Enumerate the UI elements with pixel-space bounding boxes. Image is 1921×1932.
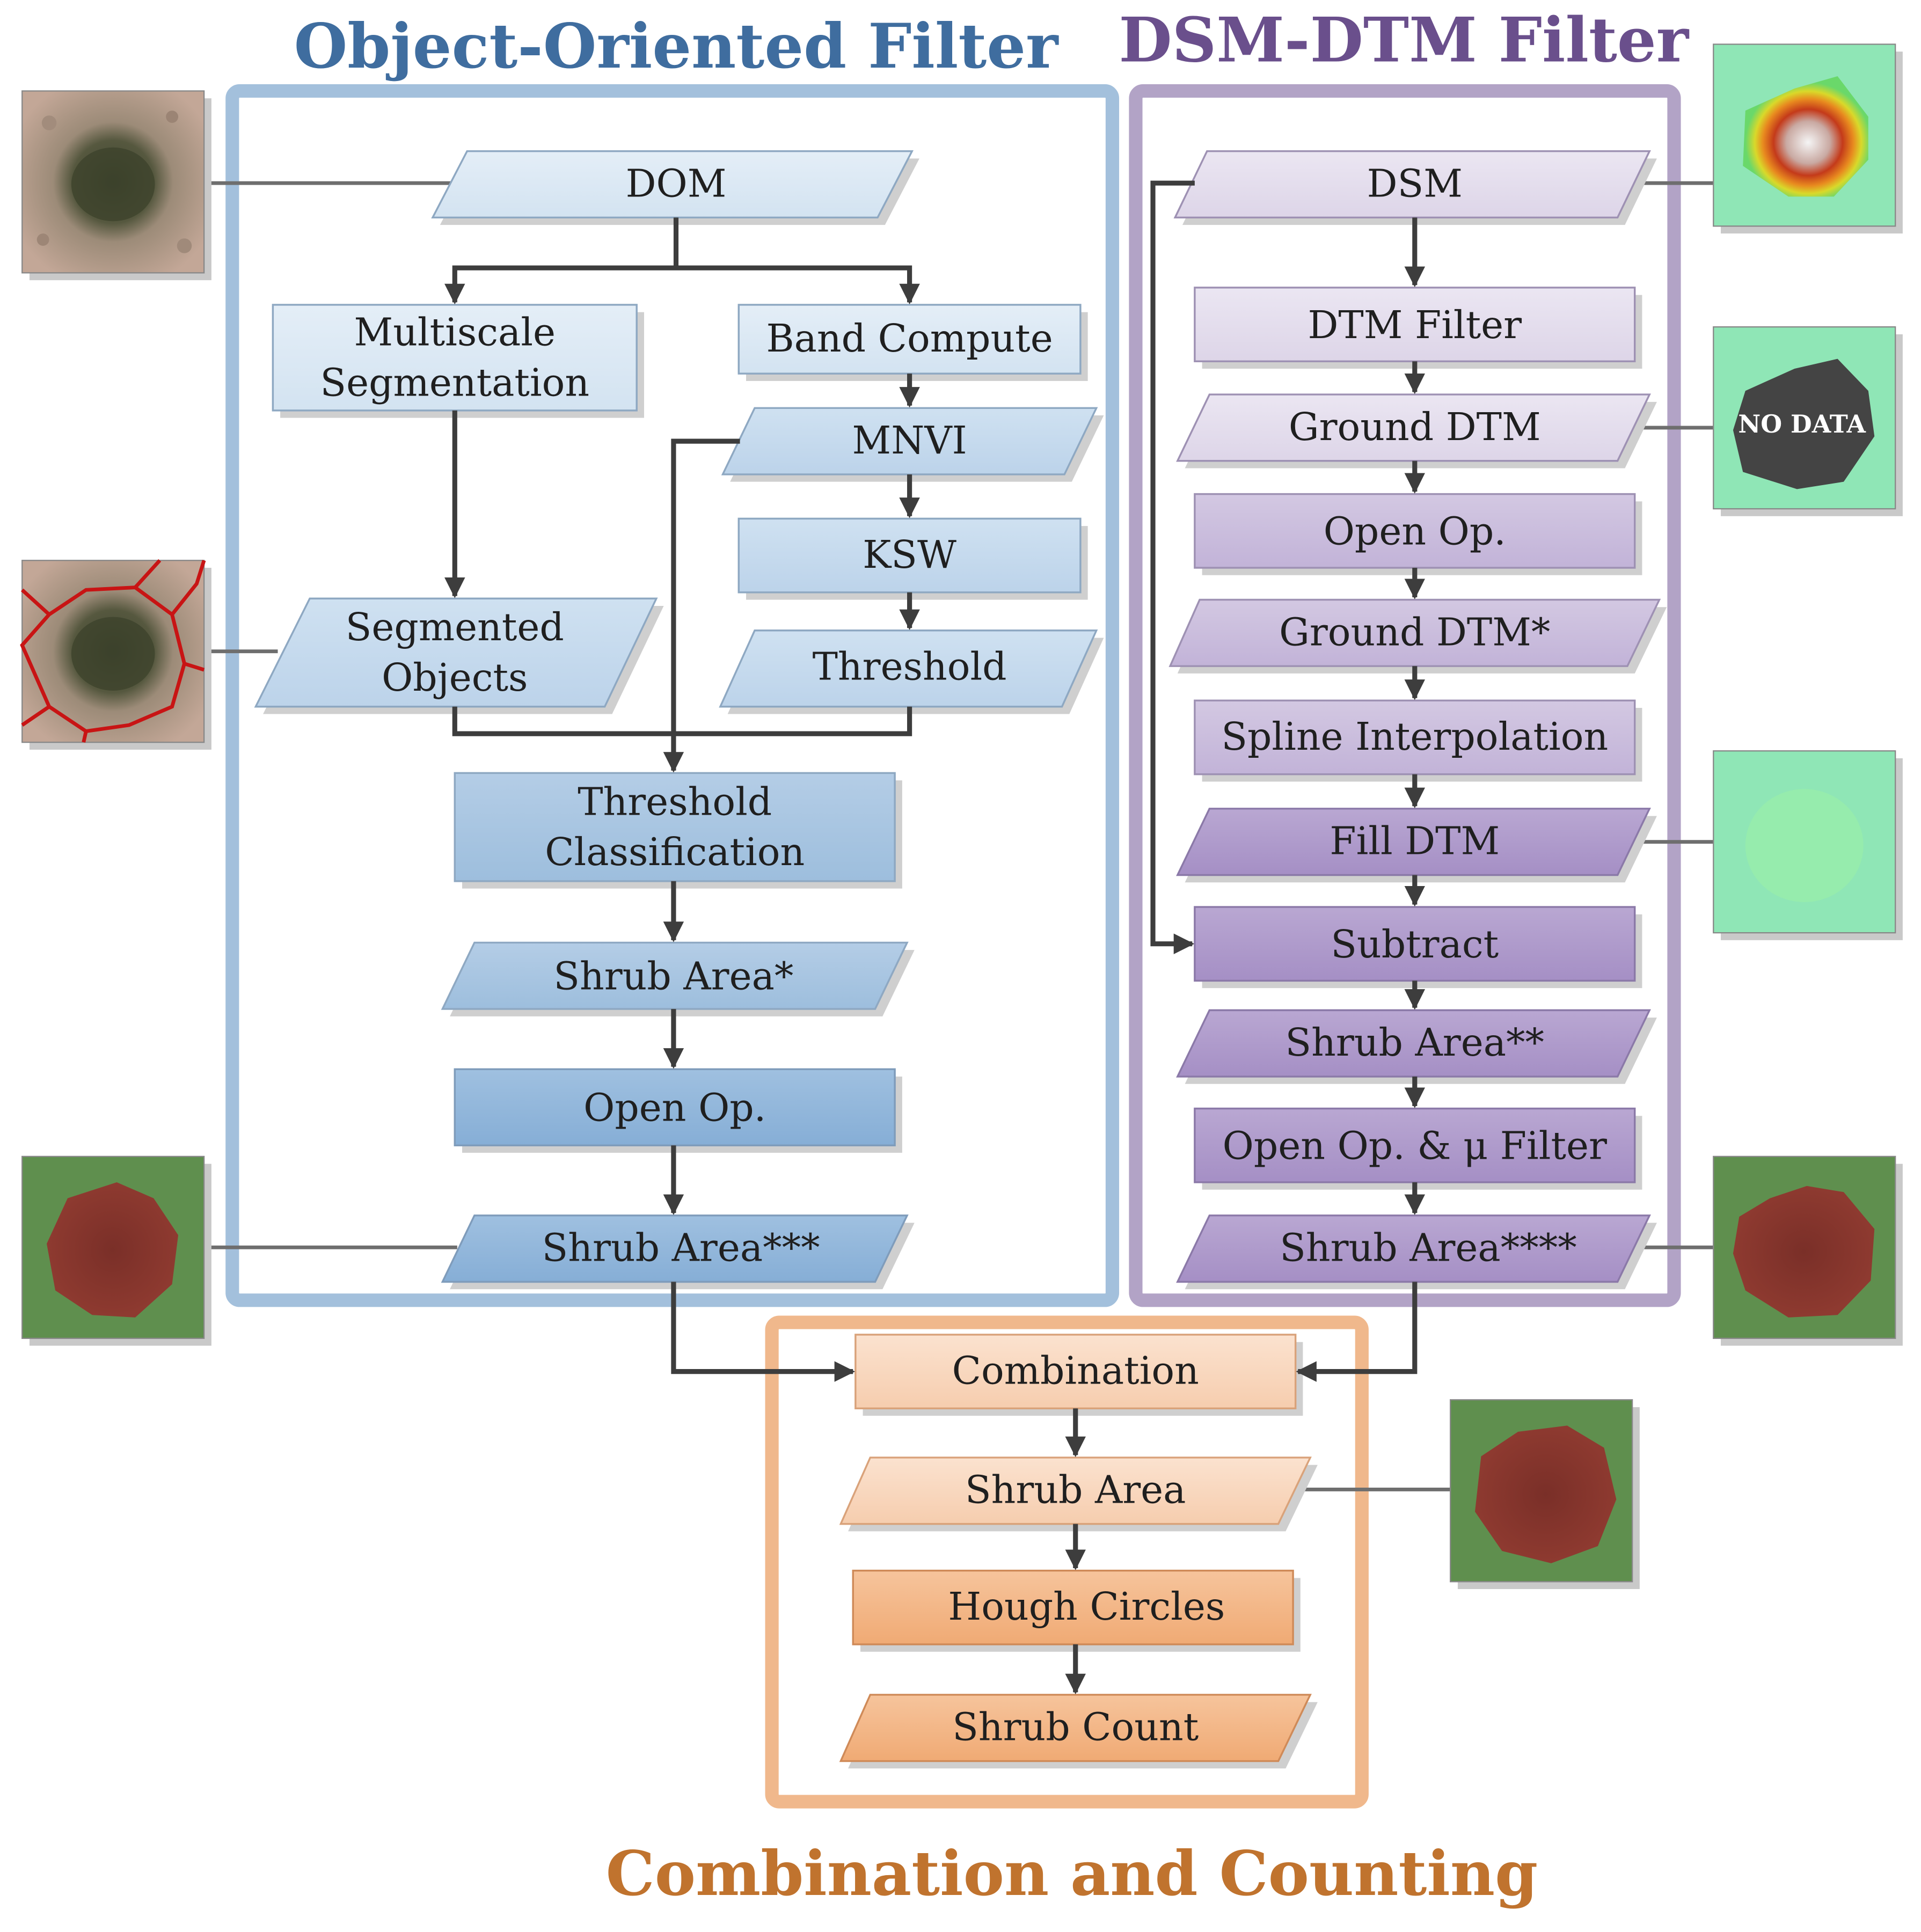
fill-dtm-map-icon [1713, 750, 1903, 940]
node-shrub-count-label: Shrub Count [952, 1705, 1199, 1750]
node-threshold: Threshold [719, 630, 1104, 714]
node-ground-dtm: Ground DTM [1176, 393, 1657, 469]
node-multiscale-label-2: Segmentation [320, 360, 589, 405]
shrub-mask-icon [1713, 1155, 1903, 1346]
node-ground-dtm-star-label: Ground DTM* [1279, 610, 1550, 654]
node-shrub-area-final: Shrub Area [839, 1457, 1318, 1532]
node-hough-label: Hough Circles [948, 1584, 1225, 1629]
node-dom: DOM [431, 150, 919, 225]
aerial-photo-icon [21, 90, 211, 281]
node-fill-dtm: Fill DTM [1176, 808, 1657, 883]
dsm-dtm-filter-title: DSM-DTM Filter [1119, 4, 1689, 77]
node-threshold-class-label-2: Classification [545, 830, 805, 874]
arrow-to-multiscale [444, 265, 676, 305]
arrow-shrub4-to-combination [1296, 1282, 1418, 1382]
node-open-op-left-label: Open Op. [583, 1085, 766, 1130]
no-data-map-icon: NO DATA [1713, 326, 1903, 516]
node-multiscale-segmentation: Multiscale Segmentation [272, 304, 644, 418]
node-mnvi: MNVI [721, 407, 1104, 482]
node-fill-dtm-label: Fill DTM [1330, 819, 1500, 863]
arrow-to-band-compute [676, 265, 920, 305]
node-band-compute: Band Compute [737, 304, 1088, 381]
node-ground-dtm-star: Ground DTM* [1168, 598, 1667, 674]
arrow-mnvi-to-classification [663, 438, 740, 773]
node-open-mu-filter: Open Op. & μ Filter [1194, 1107, 1642, 1190]
no-data-label: NO DATA [1738, 409, 1866, 438]
node-segmented-label-2: Objects [382, 655, 528, 700]
node-ksw-label: KSW [863, 532, 956, 577]
dsm-dtm-frame [1129, 84, 1681, 1307]
node-shrub-area-3-label: Shrub Area*** [542, 1226, 820, 1270]
arrow-segmented-threshold-join [452, 706, 912, 736]
node-hough-circles: Hough Circles [852, 1569, 1301, 1652]
shrub-mask-icon [1450, 1399, 1640, 1589]
shrub-mask-icon [21, 1155, 211, 1346]
node-spline-label: Spline Interpolation [1221, 714, 1608, 759]
node-dtm-filter: DTM Filter [1194, 287, 1642, 369]
node-band-compute-label: Band Compute [766, 316, 1053, 361]
node-shrub-count: Shrub Count [839, 1694, 1318, 1769]
combination-counting-title: Combination and Counting [606, 1838, 1538, 1910]
node-combination-label: Combination [952, 1349, 1199, 1393]
arrow-dsm-to-subtract [1150, 180, 1195, 954]
node-combination: Combination [854, 1334, 1303, 1416]
node-dsm-label: DSM [1367, 161, 1463, 206]
node-segmented-label-1: Segmented [346, 605, 564, 649]
node-shrub-area-4: Shrub Area**** [1176, 1214, 1657, 1290]
dsm-heatmap-icon [1713, 43, 1903, 234]
node-multiscale-label-1: Multiscale [354, 310, 556, 354]
segmented-photo-icon [20, 559, 211, 750]
node-threshold-label: Threshold [813, 644, 1007, 689]
node-subtract: Subtract [1194, 906, 1642, 989]
node-ground-dtm-label: Ground DTM [1289, 405, 1541, 449]
node-threshold-class-label-1: Threshold [578, 779, 772, 824]
node-shrub-area-2: Shrub Area** [1176, 1009, 1657, 1084]
object-oriented-filter-title: Object-Oriented Filter [294, 10, 1060, 83]
node-open-op-right: Open Op. [1194, 493, 1642, 575]
node-spline-interpolation: Spline Interpolation [1194, 699, 1642, 782]
node-shrub-area-final-label: Shrub Area [965, 1468, 1186, 1512]
node-shrub-area-2-label: Shrub Area** [1285, 1020, 1545, 1065]
node-shrub-area-1: Shrub Area* [441, 941, 915, 1016]
node-open-op-right-label: Open Op. [1324, 509, 1506, 553]
node-dom-label: DOM [626, 161, 727, 206]
node-threshold-classification: Threshold Classification [454, 772, 902, 889]
node-shrub-area-1-label: Shrub Area* [553, 954, 793, 998]
node-subtract-label: Subtract [1331, 922, 1499, 967]
node-dtm-filter-label: DTM Filter [1308, 303, 1522, 347]
node-mnvi-label: MNVI [852, 418, 967, 463]
combination-frame [765, 1315, 1369, 1809]
node-segmented-objects: Segmented Objects [254, 597, 664, 714]
node-open-mu-label: Open Op. & μ Filter [1223, 1123, 1607, 1168]
node-dsm: DSM [1173, 150, 1657, 225]
node-open-op-left: Open Op. [454, 1068, 902, 1153]
arrow-shrub3-to-combination [671, 1282, 856, 1382]
node-shrub-area-3: Shrub Area*** [441, 1214, 915, 1290]
node-ksw: KSW [737, 517, 1088, 600]
node-shrub-area-4-label: Shrub Area**** [1280, 1226, 1576, 1270]
